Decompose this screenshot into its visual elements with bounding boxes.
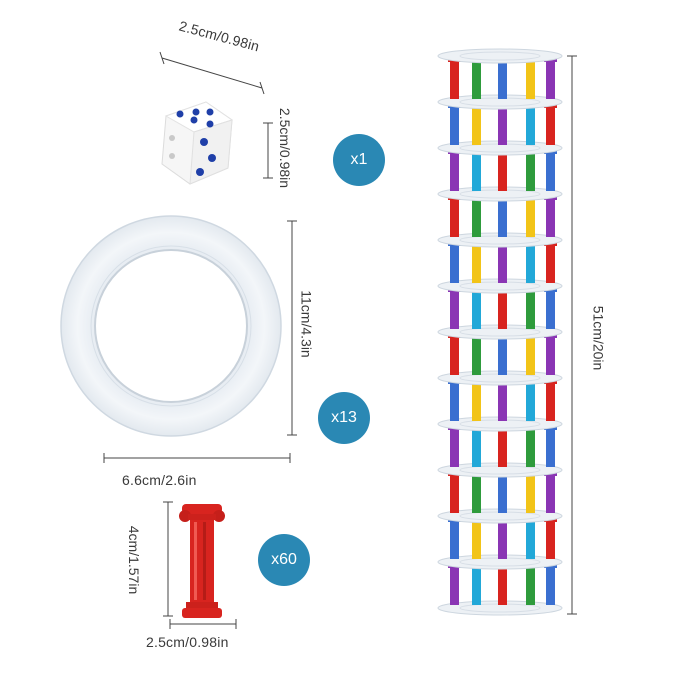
tower-pillar — [450, 243, 459, 283]
ring-width-dimension-line — [103, 453, 291, 463]
tower-pillar — [472, 519, 481, 559]
tower-pillar — [498, 59, 507, 99]
ring-height-label: 11cm/4.3in — [298, 290, 315, 358]
ring-quantity-badge: x13 — [318, 392, 370, 444]
tower-pillar — [526, 197, 535, 237]
tower-pillar — [472, 427, 481, 467]
tower-pillar — [450, 289, 459, 329]
tower-pillar — [546, 473, 555, 513]
tower-pillar — [526, 473, 535, 513]
tower-pillar — [546, 381, 555, 421]
tower-pillar — [472, 59, 481, 99]
tower-pillar — [526, 243, 535, 283]
ring-quantity-text: x13 — [331, 409, 357, 426]
tower-pillar — [526, 427, 535, 467]
tower-pillar — [498, 105, 507, 145]
tower-pillar — [498, 151, 507, 191]
tower-pillar — [472, 335, 481, 375]
tower-pillar — [498, 243, 507, 283]
tower-pillar — [472, 473, 481, 513]
tower-pillar — [450, 473, 459, 513]
tower-pillar — [450, 59, 459, 99]
tower-pillar — [472, 197, 481, 237]
pillar-height-label: 4cm/1.57in — [126, 525, 143, 595]
ring-width-label: 6.6cm/2.6in — [122, 472, 197, 488]
tower-pillar — [546, 197, 555, 237]
tower-ring — [437, 48, 563, 64]
tower-pillar — [450, 197, 459, 237]
ring-image — [60, 215, 282, 437]
tower-pillar — [546, 243, 555, 283]
tower-pillar — [526, 105, 535, 145]
tower-pillar — [472, 565, 481, 605]
tower-pillar — [450, 151, 459, 191]
tower-pillar — [498, 289, 507, 329]
tower-pillar — [546, 335, 555, 375]
tower-pillar — [450, 335, 459, 375]
tower-pillar — [546, 565, 555, 605]
tower-pillar — [498, 565, 507, 605]
tower-pillar — [526, 381, 535, 421]
tower-pillar — [526, 335, 535, 375]
pillar-image — [179, 504, 225, 618]
dice-quantity-text: x1 — [350, 151, 368, 168]
tower-pillar — [546, 427, 555, 467]
tower-pillar — [546, 59, 555, 99]
pillar-width-label: 2.5cm/0.98in — [146, 634, 229, 650]
ring-height-dimension-line — [287, 220, 297, 436]
tower-ring-inner — [459, 51, 541, 61]
pillar-height-dimension-line — [163, 501, 173, 617]
tower-pillar — [472, 105, 481, 145]
tower-pillar — [472, 243, 481, 283]
tower-pillar — [498, 427, 507, 467]
pillar-quantity-text: x60 — [271, 551, 297, 568]
tower-pillar — [546, 519, 555, 559]
tower-pillar — [450, 519, 459, 559]
tower-pillar — [450, 105, 459, 145]
tower-pillar — [450, 427, 459, 467]
tower-pillar — [546, 151, 555, 191]
tower-pillar — [526, 289, 535, 329]
tower-pillar — [526, 519, 535, 559]
pillar-width-dimension-line — [169, 619, 237, 629]
tower-pillar — [498, 519, 507, 559]
tower-pillar — [498, 473, 507, 513]
dice-height-label: 2.5cm/0.98in — [277, 107, 294, 189]
tower-pillar — [546, 105, 555, 145]
dice-height-dimension-line — [263, 122, 273, 179]
tower-height-label: 51cm/20in — [590, 305, 607, 371]
tower-height-dimension-line — [567, 55, 577, 615]
tower-pillar — [526, 151, 535, 191]
tower-pillar — [498, 381, 507, 421]
tower-pillar — [498, 335, 507, 375]
tower-pillar — [546, 289, 555, 329]
tower-pillar — [472, 151, 481, 191]
tower-pillar — [526, 565, 535, 605]
tower-pillar — [526, 59, 535, 99]
dice-quantity-badge: x1 — [333, 134, 385, 186]
tower-pillar — [498, 197, 507, 237]
dice-image — [161, 101, 234, 185]
tower-pillar — [450, 565, 459, 605]
pillar-quantity-badge: x60 — [258, 534, 310, 586]
tower-pillar — [472, 381, 481, 421]
tower-pillar — [472, 289, 481, 329]
tower-pillar — [450, 381, 459, 421]
tower-image — [437, 48, 563, 616]
